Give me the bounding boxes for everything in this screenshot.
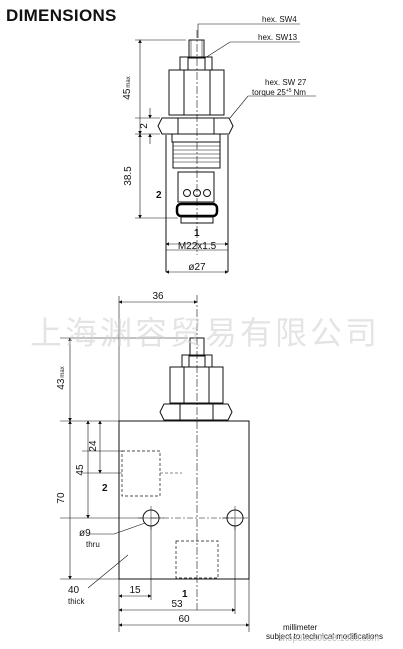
callout-hex-sw13: hex. SW13: [258, 33, 298, 42]
bottom-view-dimensions: [60, 296, 250, 632]
unit-note: millimeter: [283, 623, 318, 632]
bottom-port-1-label: 1: [182, 589, 188, 600]
dim-36: 36: [152, 291, 164, 302]
dim-45-max: 45max: [122, 76, 133, 99]
watermark-chinese: 上海渊容贸易有限公司: [30, 314, 380, 352]
dim-53: 53: [171, 599, 183, 610]
dim-2: 2: [139, 123, 150, 129]
top-view-dimensions: [135, 23, 316, 274]
dim-hole-thru: thru: [86, 540, 100, 549]
dim-15: 15: [129, 585, 141, 596]
dim-thread: M22x1.5: [178, 241, 217, 252]
dim-45: 45: [75, 464, 86, 476]
dim-24: 24: [88, 440, 99, 452]
watermark-url: shop38c806e8.1688.com: [278, 633, 379, 643]
page-title: DIMENSIONS: [6, 6, 117, 25]
callout-hex-sw4: hex. SW4: [262, 15, 297, 24]
dim-70: 70: [56, 492, 67, 504]
callout-hex-sw27: hex. SW 27: [265, 78, 307, 87]
subject-note: subject to technical modifications: [266, 632, 383, 641]
dim-43-max: 43max: [56, 366, 67, 389]
bottom-view-block: [118, 295, 250, 610]
dim-60: 60: [178, 614, 190, 625]
dim-38-5: 38.5: [123, 166, 134, 186]
top-view-cartridge: [157, 30, 234, 272]
bottom-port-2-label: 2: [102, 483, 108, 494]
dim-thick-40: 40: [68, 585, 80, 596]
top-port-1-label: 1: [194, 228, 200, 239]
dim-hole-dia: ø9: [79, 528, 91, 539]
top-port-2-label: 2: [156, 190, 162, 201]
dim-dia-27: ø27: [188, 262, 206, 273]
dim-thick-note: thick: [68, 597, 85, 606]
